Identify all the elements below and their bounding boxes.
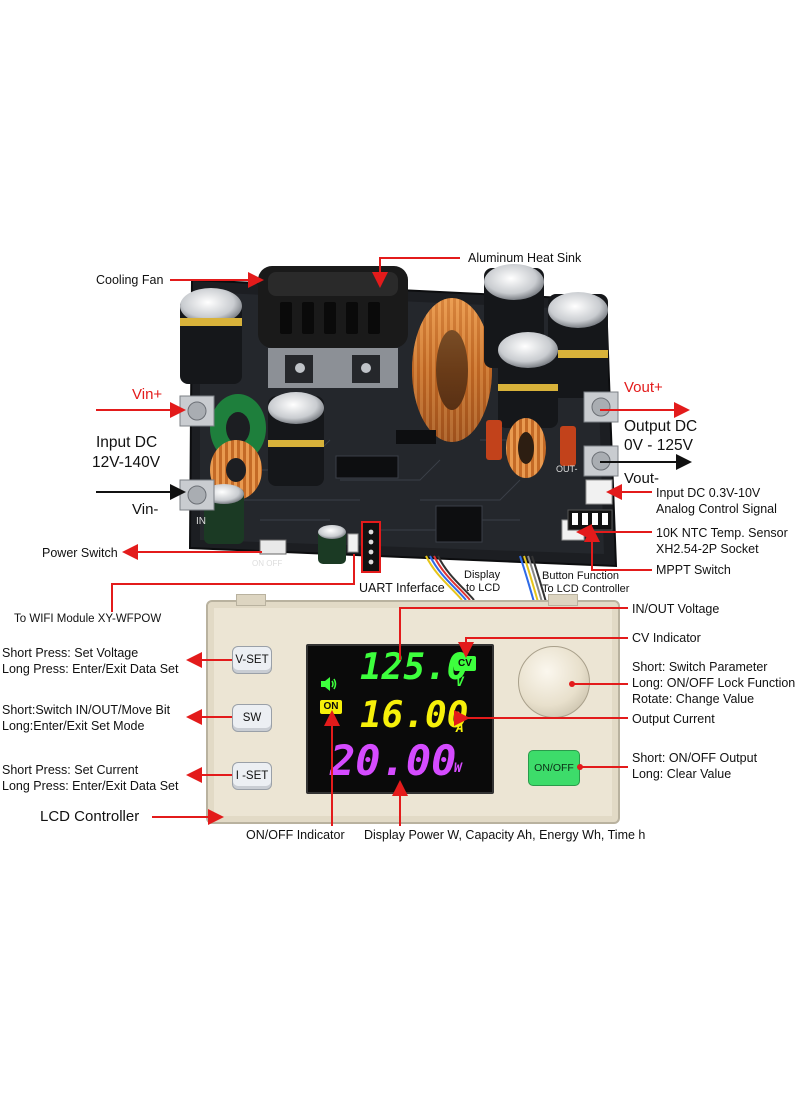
capacitor bbox=[318, 525, 346, 564]
label-inout-voltage: IN/OUT Voltage bbox=[632, 602, 720, 616]
label-wifi: To WIFI Module XY-WFPOW bbox=[14, 613, 162, 625]
vset-button[interactable]: V-SET bbox=[232, 646, 272, 674]
pcb-illustration bbox=[179, 264, 619, 600]
power-unit: W bbox=[454, 761, 462, 776]
heat-sink bbox=[258, 266, 408, 388]
rotary-knob[interactable] bbox=[518, 646, 590, 718]
label-uart: UART Inferface bbox=[359, 581, 445, 595]
label-input-dc-2: 12V-140V bbox=[92, 454, 161, 471]
capacitor bbox=[498, 332, 558, 428]
label-onoff-indicator: ON/OFF Indicator bbox=[246, 828, 345, 842]
label-vout-plus: Vout+ bbox=[624, 379, 663, 396]
pcb-onoff-marking: ON OFF bbox=[252, 559, 283, 568]
label-vin-plus: Vin+ bbox=[132, 386, 163, 403]
label-mppt: MPPT Switch bbox=[656, 563, 731, 577]
label-knob-1: Short: Switch Parameter bbox=[632, 660, 768, 674]
label-sw-1: Short:Switch IN/OUT/Move Bit bbox=[2, 703, 171, 717]
label-input-dc-1: Input DC bbox=[96, 434, 158, 451]
label-output-dc-2: 0V - 125V bbox=[624, 437, 693, 454]
label-lcd-controller: LCD Controller bbox=[40, 808, 140, 825]
input-inductor bbox=[210, 394, 266, 500]
label-power-switch: Power Switch bbox=[42, 546, 118, 560]
label-display-lcd-2: to LCD bbox=[466, 582, 501, 594]
capacitor bbox=[268, 392, 324, 486]
mppt-dip-switch bbox=[567, 509, 613, 531]
cv-indicator-badge: CV bbox=[454, 656, 476, 671]
capacitor bbox=[180, 288, 242, 384]
iset-button[interactable]: I -SET bbox=[232, 762, 272, 790]
label-button-fn-2: To LCD Controller bbox=[542, 583, 630, 595]
pcb-out-marking: OUT- bbox=[556, 464, 578, 474]
ribbon-cable bbox=[425, 555, 547, 600]
capacitor bbox=[548, 292, 608, 398]
label-vin-minus: Vin- bbox=[132, 501, 159, 518]
label-display-lcd-1: Display bbox=[464, 569, 501, 581]
toroid-inductor bbox=[412, 298, 492, 442]
current-unit: A bbox=[456, 721, 464, 736]
label-analog-2: Analog Control Signal bbox=[656, 502, 777, 516]
label-vset-1: Short Press: Set Voltage bbox=[2, 646, 139, 660]
label-iset-2: Long Press: Enter/Exit Data Set bbox=[2, 779, 179, 793]
label-ntc-1: 10K NTC Temp. Sensor bbox=[656, 526, 788, 540]
speaker-icon bbox=[320, 676, 338, 692]
power-switch bbox=[259, 539, 287, 555]
case-tab bbox=[236, 594, 266, 606]
voltage-unit: V bbox=[456, 675, 464, 690]
label-onoff-2: Long: Clear Value bbox=[632, 767, 732, 781]
label-iset-1: Short Press: Set Current bbox=[2, 763, 139, 777]
power-readout: 20.00 bbox=[330, 736, 457, 785]
sw-button[interactable]: SW bbox=[232, 704, 272, 732]
on-indicator-badge: ON bbox=[320, 700, 342, 714]
label-display-power: Display Power W, Capacity Ah, Energy Wh,… bbox=[364, 828, 646, 842]
label-vout-minus: Vout- bbox=[624, 470, 660, 487]
label-vset-2: Long Press: Enter/Exit Data Set bbox=[2, 662, 179, 676]
label-cv-indicator: CV Indicator bbox=[632, 631, 701, 645]
label-analog-1: Input DC 0.3V-10V bbox=[656, 486, 761, 500]
current-readout: 16.00 bbox=[360, 695, 469, 736]
pcb-in-marking: IN bbox=[196, 516, 206, 527]
label-knob-2: Long: ON/OFF Lock Function bbox=[632, 676, 796, 690]
label-sw-2: Long:Enter/Exit Set Mode bbox=[2, 719, 145, 733]
uart-header bbox=[361, 521, 381, 573]
label-heat-sink: Aluminum Heat Sink bbox=[468, 251, 582, 265]
onoff-button[interactable]: ON/OFF bbox=[528, 750, 580, 786]
small-inductor bbox=[506, 418, 546, 478]
voltage-readout: 125.0 bbox=[360, 647, 469, 688]
label-onoff-1: Short: ON/OFF Output bbox=[632, 751, 758, 765]
label-output-dc-1: Output DC bbox=[624, 418, 698, 435]
label-cooling-fan: Cooling Fan bbox=[96, 273, 164, 287]
label-output-current: Output Current bbox=[632, 712, 715, 726]
label-button-fn-1: Button Function bbox=[542, 570, 620, 582]
case-tab bbox=[548, 594, 578, 606]
label-ntc-2: XH2.54-2P Socket bbox=[656, 542, 759, 556]
label-knob-3: Rotate: Change Value bbox=[632, 692, 755, 706]
